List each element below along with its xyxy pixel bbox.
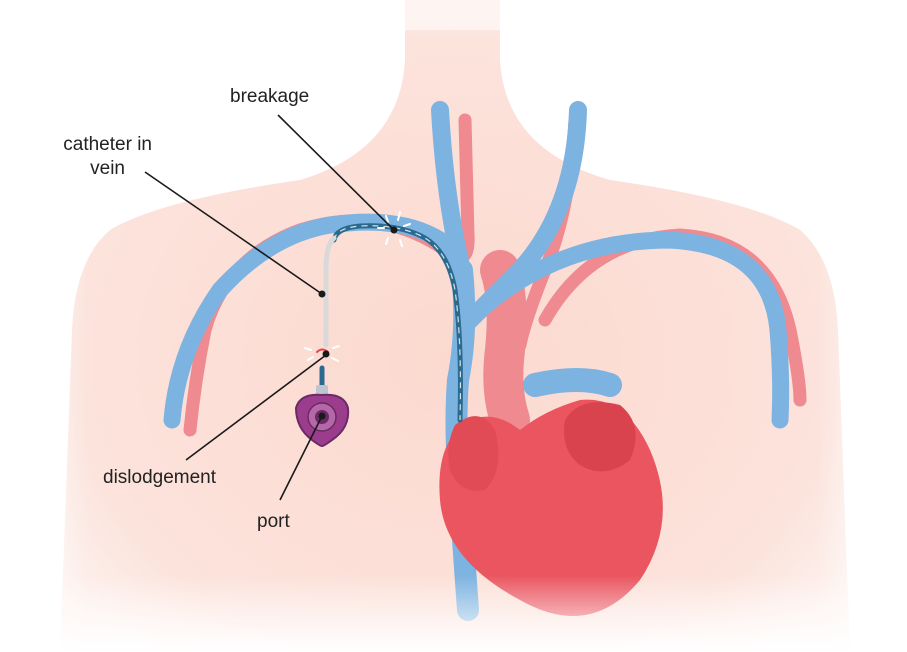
leader-lines bbox=[144, 114, 395, 501]
neck-fade bbox=[400, 0, 510, 30]
breakage-marker bbox=[377, 211, 411, 247]
label-dislodgement: dislodgement bbox=[103, 467, 217, 488]
left-subclavian-vein bbox=[471, 231, 790, 429]
right-fade bbox=[817, 0, 907, 652]
catheter-outside-vein bbox=[323, 235, 337, 348]
label-breakage: breakage bbox=[230, 86, 309, 107]
catheter-dot bbox=[318, 290, 326, 298]
catheter-dash-highlight bbox=[333, 225, 462, 421]
pulmonary-vessel bbox=[523, 368, 622, 397]
port-dot bbox=[318, 412, 326, 420]
left-fade bbox=[0, 0, 90, 652]
catheter-leader bbox=[144, 171, 323, 295]
dislodgement-dot bbox=[322, 350, 330, 358]
breakage-dot bbox=[390, 226, 398, 234]
label-catheter-line2: vein bbox=[90, 158, 125, 179]
port-leader bbox=[279, 415, 323, 501]
breakage-leader bbox=[277, 114, 395, 231]
bottom-fade bbox=[0, 575, 907, 652]
label-port: port bbox=[257, 511, 290, 532]
heart-left-atrium bbox=[564, 402, 636, 472]
dislodgement-leader bbox=[185, 354, 327, 461]
label-catheter-line1: catheter in bbox=[63, 134, 152, 155]
heart-right-atrium bbox=[448, 416, 499, 491]
right-subclavian-vein bbox=[163, 213, 471, 429]
leader-dots bbox=[318, 226, 398, 420]
